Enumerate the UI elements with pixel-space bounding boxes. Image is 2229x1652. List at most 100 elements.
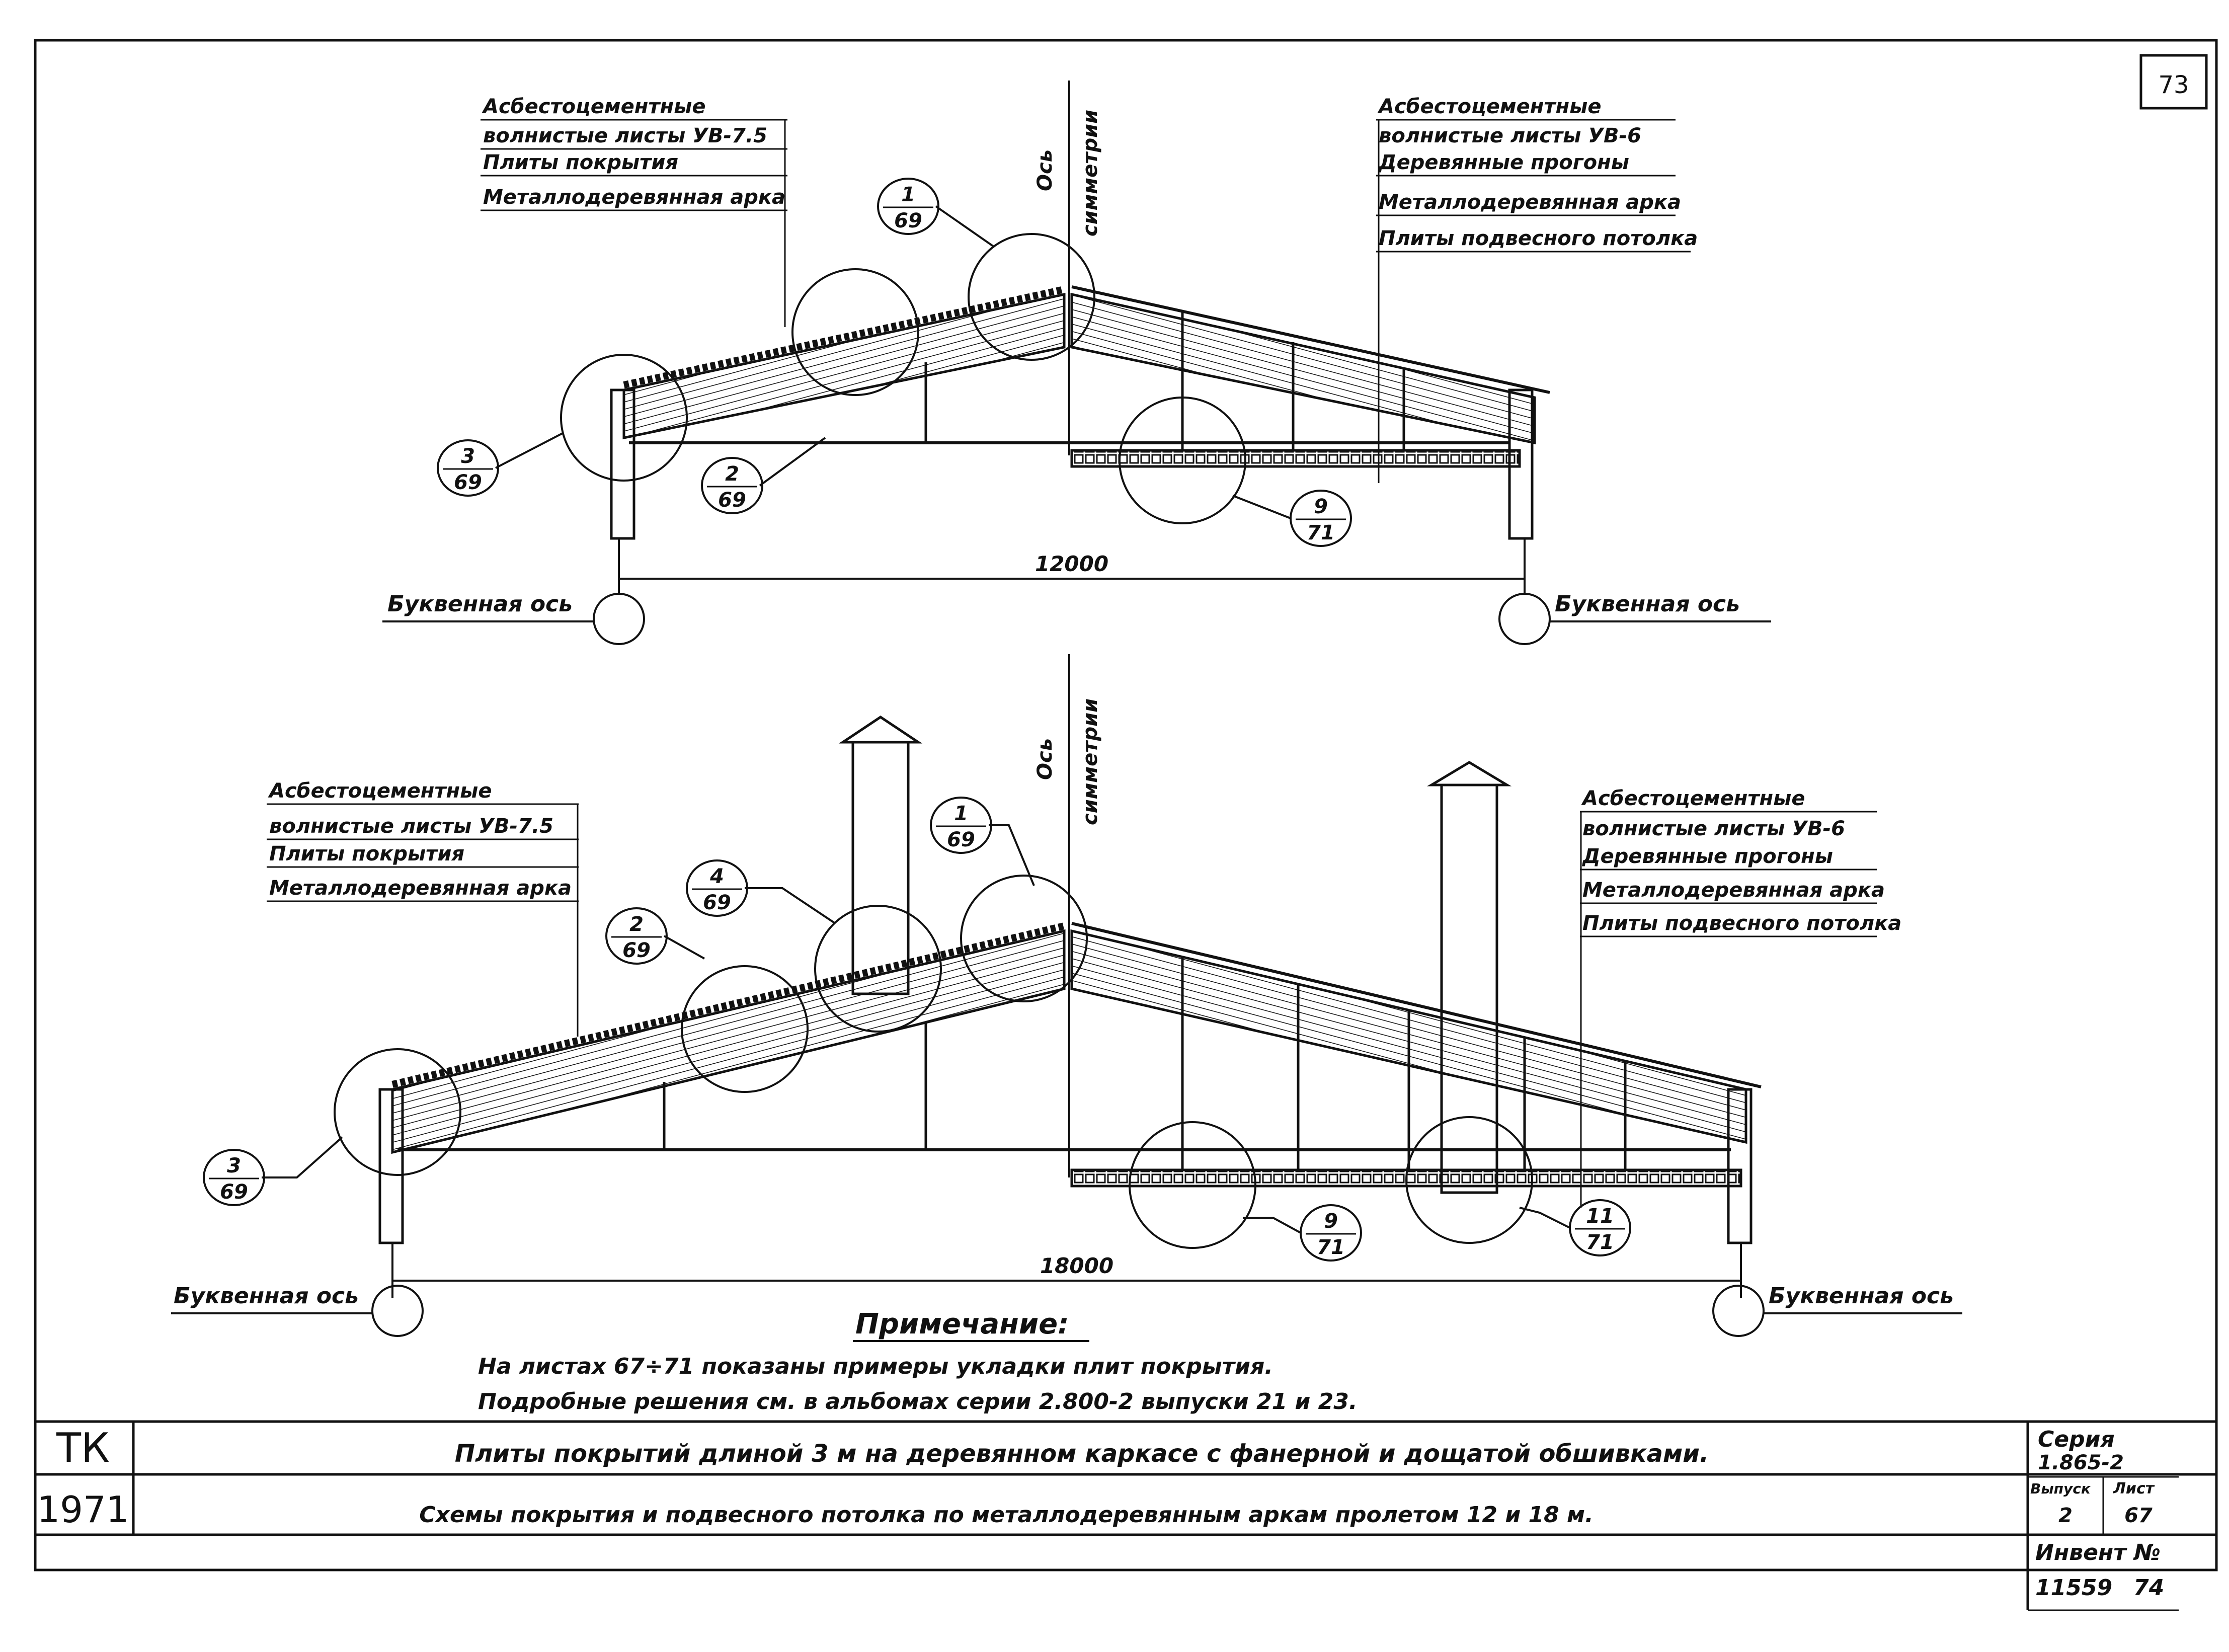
series-value: 1.865-2 (2038, 1451, 2124, 1474)
note-block: Примечание: На листах 67÷71 показаны при… (478, 1308, 1358, 1414)
note-line-1: На листах 67÷71 показаны примеры укладки… (478, 1354, 1273, 1379)
inventory-label: Инвент № (2035, 1540, 2161, 1565)
top-detail-circle-3 (560, 354, 688, 482)
inventory-extra: 74 (2133, 1575, 2164, 1601)
label-line: волнистые листы УВ-6 (1379, 124, 1641, 147)
label-line: волнистые листы УВ-7.5 (483, 124, 767, 147)
top-section-drawing: 12000 Буквенная ось Буквенная ось Ось си… (382, 81, 1771, 645)
callout-num: 9 (1314, 495, 1328, 518)
callout-num: 2 (725, 462, 739, 486)
bottom-detail-circle-2 (681, 965, 809, 1093)
bottom-detail-circle-4 (814, 905, 942, 1033)
label-line: Плиты подвесного потолка (1379, 227, 1698, 250)
bottom-span-dimension: 18000 (1040, 1253, 1113, 1278)
callout-den: 71 (1317, 1236, 1345, 1259)
bottom-axis-bubble-right (1712, 1285, 1765, 1337)
top-letter-axis-left: Буквенная ось (387, 591, 573, 617)
bottom-detail-circle-1 (960, 875, 1088, 1002)
sheet-number: 73 (2158, 71, 2189, 99)
callout-num: 2 (629, 913, 644, 936)
label-line: Плиты покрытия (483, 151, 678, 174)
callout-den: 69 (622, 939, 651, 962)
top-axis-bubble-right (1498, 593, 1551, 645)
issue-label: Выпуск (2030, 1480, 2091, 1497)
bottom-axis-bubble-left (371, 1285, 424, 1337)
label-line: Металлодеревянная арка (269, 877, 572, 900)
bottom-callout-3: 3 69 (203, 1136, 343, 1206)
label-line: Асбестоцементные (1581, 787, 1805, 810)
top-left-corrugated-sheet (623, 286, 1065, 388)
top-right-roof-top (1071, 285, 1550, 394)
bottom-axis-label-2: симметрии (1079, 698, 1102, 825)
top-axis-label-1: Ось (1033, 149, 1057, 191)
sheet-frame (34, 39, 2218, 1571)
callout-den: 69 (454, 471, 482, 494)
top-right-labels: Асбестоцементные волнистые листы УВ-6 Де… (1376, 95, 1698, 483)
bottom-callout-1: 1 69 (930, 797, 1035, 886)
callout-den: 71 (1307, 521, 1335, 544)
callout-num: 11 (1586, 1205, 1614, 1228)
top-letter-axis-right: Буквенная ось (1555, 591, 1740, 617)
top-suspended-ceiling (1070, 449, 1521, 468)
callout-num: 3 (461, 445, 475, 468)
bottom-letter-axis-right: Буквенная ось (1769, 1283, 1954, 1309)
callout-den: 71 (1586, 1231, 1614, 1254)
bottom-callout-9: 9 71 (1243, 1204, 1362, 1262)
top-detail-circle-9 (1119, 397, 1246, 524)
top-callout-9: 9 71 (1232, 490, 1352, 547)
bottom-section-drawing: 18000 Буквенная ось Буквенная ось Ось си… (171, 654, 1962, 1337)
top-left-roof-slab (622, 292, 1066, 440)
issue-value: 2 (2058, 1504, 2073, 1527)
top-left-labels: Асбестоцементные волнистые листы УВ-7.5 … (481, 95, 787, 327)
bottom-detail-circle-9 (1129, 1121, 1256, 1249)
top-detail-circle-2 (791, 268, 919, 396)
callout-den: 69 (703, 891, 731, 914)
bottom-vent-shaft-right (1426, 761, 1512, 1194)
bottom-right-roof-top (1071, 922, 1762, 1088)
sheet-label: Лист (2113, 1480, 2155, 1498)
label-line: Плиты покрытия (269, 842, 464, 866)
bottom-right-labels: Асбестоцементные волнистые листы УВ-6 Де… (1580, 787, 1901, 1208)
label-line: Асбестоцементные (482, 95, 705, 118)
top-span-dimension: 12000 (1035, 552, 1108, 576)
bottom-left-roof-slab (391, 929, 1066, 1154)
callout-den: 69 (947, 828, 975, 851)
label-line: волнистые листы УВ-6 (1582, 817, 1845, 840)
callout-num: 1 (954, 802, 968, 825)
note-line-2: Подробные решения см. в альбомах серии 2… (478, 1389, 1358, 1414)
callout-den: 69 (220, 1181, 248, 1204)
label-line: Металлодеревянная арка (483, 186, 785, 209)
callout-num: 4 (709, 865, 724, 888)
label-line: Металлодеревянная арка (1379, 191, 1681, 214)
callout-num: 3 (227, 1154, 241, 1177)
bottom-callout-2: 2 69 (605, 907, 705, 965)
label-line: Плиты подвесного потолка (1582, 912, 1901, 935)
title-line-1: Плиты покрытий длиной 3 м на деревянном … (455, 1440, 1709, 1468)
inventory-value: 11559 (2035, 1575, 2112, 1601)
top-callout-3: 3 69 (437, 432, 564, 497)
bottom-axis-label-1: Ось (1033, 738, 1057, 780)
label-line: Металлодеревянная арка (1582, 879, 1885, 902)
top-callout-1: 1 69 (877, 178, 995, 248)
bottom-detail-circle-3 (334, 1048, 461, 1176)
top-axis-bubble-left (593, 593, 645, 645)
org-code: ТК (56, 1425, 110, 1471)
bottom-vent-shaft-left (838, 715, 923, 995)
bottom-letter-axis-left: Буквенная ось (174, 1283, 359, 1309)
callout-num: 9 (1324, 1210, 1338, 1233)
callout-num: 1 (901, 183, 915, 206)
series-label: Серия (2038, 1427, 2115, 1452)
top-axis-label-2: симметрии (1079, 110, 1102, 237)
label-line: Асбестоцементные (268, 779, 492, 803)
bottom-callout-11: 11 71 (1519, 1199, 1631, 1256)
year: 1971 (37, 1488, 129, 1531)
top-right-roof-slab (1070, 292, 1536, 445)
bottom-left-corrugated-sheet (391, 922, 1065, 1088)
bottom-left-labels: Асбестоцементные волнистые листы УВ-7.5 … (267, 779, 579, 1037)
title-block: ТК 1971 Плиты покрытий длиной 3 м на дер… (35, 1420, 2216, 1611)
sheet-number-box (2139, 54, 2208, 110)
label-line: Деревянные прогоны (1378, 151, 1629, 174)
top-callout-2: 2 69 (701, 437, 826, 514)
label-line: волнистые листы УВ-7.5 (269, 815, 553, 838)
bottom-detail-circle-11 (1405, 1116, 1533, 1244)
